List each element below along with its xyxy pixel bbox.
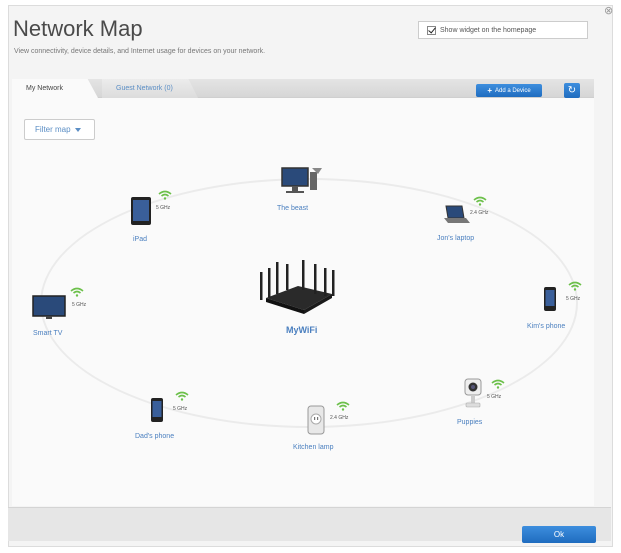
tab-bar: My Network Guest Network (0) bbox=[12, 79, 594, 98]
filter-map-dropdown[interactable]: Filter map bbox=[24, 119, 95, 140]
device-label-smart-tv[interactable]: Smart TV bbox=[33, 330, 63, 337]
refresh-button[interactable]: ↻ bbox=[564, 83, 580, 98]
wifi-signal-icon bbox=[491, 379, 505, 389]
wifi-signal-icon bbox=[158, 190, 172, 200]
router-name[interactable]: MyWiFi bbox=[286, 325, 318, 335]
page-title: Network Map bbox=[13, 16, 143, 41]
wifi-signal-icon bbox=[175, 391, 189, 401]
page-subtitle: View connectivity, device details, and I… bbox=[14, 48, 266, 55]
device-label-dads-phone[interactable]: Dad's phone bbox=[135, 433, 175, 440]
device-band-puppies: 5 GHz bbox=[487, 394, 502, 400]
desktop-icon[interactable] bbox=[280, 166, 324, 198]
plus-icon: + bbox=[487, 86, 492, 95]
device-band-dads-phone: 5 GHz bbox=[173, 406, 188, 412]
device-band-kitchen-lamp: 2.4 GHz bbox=[330, 415, 349, 421]
tv-icon[interactable] bbox=[32, 295, 66, 321]
show-widget-label: Show widget on the homepage bbox=[440, 26, 537, 34]
close-icon[interactable]: ⊗ bbox=[604, 5, 614, 17]
phone-icon[interactable] bbox=[150, 397, 164, 423]
dialog-footer bbox=[8, 507, 611, 541]
device-label-puppies[interactable]: Puppies bbox=[457, 419, 483, 426]
refresh-icon: ↻ bbox=[567, 85, 577, 96]
router-icon[interactable] bbox=[256, 258, 340, 318]
camera-icon[interactable] bbox=[462, 377, 484, 411]
wifi-signal-icon bbox=[70, 287, 84, 297]
tab-guest-network[interactable]: Guest Network (0) bbox=[102, 79, 198, 98]
show-widget-checkbox[interactable] bbox=[427, 25, 436, 35]
add-device-label: Add a Device bbox=[494, 87, 531, 94]
ok-button[interactable]: Ok bbox=[522, 526, 596, 543]
device-band-kims-phone: 5 GHz bbox=[566, 296, 581, 302]
wifi-signal-icon bbox=[568, 281, 582, 291]
device-label-ipad[interactable]: iPad bbox=[133, 236, 148, 243]
device-band-jons-laptop: 2.4 GHz bbox=[470, 210, 489, 216]
device-band-ipad: 5 GHz bbox=[156, 205, 171, 211]
device-label-kitchen-lamp[interactable]: Kitchen lamp bbox=[293, 444, 334, 451]
phone-icon[interactable] bbox=[543, 286, 557, 312]
filter-map-label: Filter map bbox=[35, 125, 71, 134]
device-band-smart-tv: 5 GHz bbox=[72, 302, 87, 308]
device-label-jons-laptop[interactable]: Jon's laptop bbox=[437, 235, 475, 242]
wifi-signal-icon bbox=[473, 196, 487, 206]
add-device-button[interactable]: + Add a Device bbox=[476, 84, 542, 97]
wifi-signal-icon bbox=[336, 401, 350, 411]
show-widget-toggle[interactable]: Show widget on the homepage bbox=[418, 21, 588, 39]
tablet-icon[interactable] bbox=[130, 196, 152, 226]
smart-plug-icon[interactable] bbox=[306, 405, 326, 435]
device-label-kims-phone[interactable]: Kim's phone bbox=[527, 323, 566, 330]
laptop-icon[interactable] bbox=[442, 204, 472, 226]
tab-my-network[interactable]: My Network bbox=[12, 79, 98, 98]
device-label-the-beast[interactable]: The beast bbox=[277, 205, 309, 212]
chevron-down-icon bbox=[74, 127, 81, 132]
